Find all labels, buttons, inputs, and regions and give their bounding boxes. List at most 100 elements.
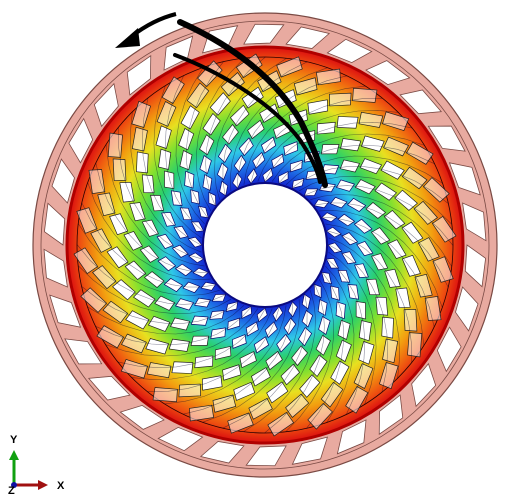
central-bore [202,182,328,308]
lattice-cell [155,125,172,149]
lattice-cell [321,144,340,155]
strut-line [182,302,294,415]
strut-line [76,244,226,305]
outer-slot [245,445,287,467]
lattice-cell [161,76,185,104]
lattice-cell [313,199,330,209]
lattice-cell [133,289,156,308]
lattice-cell [241,305,252,320]
strut-line [186,61,224,218]
lattice-cell [354,263,369,278]
lattice-cell [313,283,322,299]
lattice-cell [339,159,360,173]
lattice-cell [371,253,389,271]
lattice-cell [403,309,418,332]
lattice-cell [353,218,373,234]
outer-slot [462,202,487,242]
lattice-cell [158,148,172,170]
lattice-cell [283,141,298,156]
strut-line [304,185,454,246]
lattice-cell [260,136,277,154]
strut-line [236,75,348,188]
lattice-cell [287,301,298,318]
lattice-cell [92,265,117,290]
strut-line [250,98,383,183]
rotation-arrow-icon [115,12,328,188]
lattice-cell [267,411,295,437]
lattice-cell [112,279,136,301]
strut-line [264,284,325,434]
lattice-cell [315,68,341,86]
outer-slot [436,326,462,373]
lattice-cell [90,228,113,253]
lattice-cell [259,103,280,123]
outer-slot [285,26,331,49]
lattice-cell [301,309,314,328]
strut-line [130,111,202,253]
lattice-cell [401,254,421,277]
lattice-cell [222,364,242,381]
lattice-cell [73,247,99,275]
lattice-cell [330,360,350,385]
outer-ring-slots [43,23,487,467]
lattice-cell [330,285,340,301]
lattice-cell [355,301,366,320]
lattice-cell [283,317,297,336]
lattice-cell [422,177,450,203]
lattice-cell [171,361,194,374]
lattice-cell [353,363,374,389]
strut-line [328,237,400,379]
lattice-cell [146,362,172,379]
outer-slot [163,35,194,71]
lattice-cell [307,99,329,115]
lattice-cell [211,293,227,302]
lattice-cell [88,169,106,195]
lattice-cell [154,295,176,311]
outer-slot [87,375,131,401]
lattice-cell [189,404,215,422]
lattice-cell [170,317,191,331]
strut-line [118,127,203,260]
strut-line [87,305,245,335]
outer-slot [365,60,411,86]
strut-line [264,121,413,182]
lattice-cell [143,271,165,288]
strut-line [164,305,287,405]
lattice-cell [173,225,189,239]
lattice-strut-lines [76,56,454,434]
outer-slot [336,419,367,455]
lattice-cell [280,363,301,386]
strut-line [322,216,435,328]
strut-line [314,202,449,288]
lattice-cell [222,123,239,145]
lattice-cell [401,221,424,244]
lattice-cell [214,345,232,360]
lattice-cell [417,237,440,262]
lattice-cell [256,307,268,323]
lattice-cell [291,178,305,189]
lattice-cell [245,321,259,337]
strut-line [257,110,399,182]
strut-line [205,56,266,206]
lattice-cell [170,190,183,206]
strut-line [271,133,425,182]
lattice-cell [271,153,285,169]
lattice-cell [178,383,201,398]
strut-line [327,258,366,415]
strut-line [81,202,216,288]
lattice-cell [321,164,340,175]
lattice-cell [359,158,383,175]
outer-slot [126,55,152,96]
strut-line [222,294,308,429]
strut-line [195,57,245,212]
lattice-cell [346,197,367,212]
lattice-cell [432,256,454,283]
lattice-cell [182,281,201,294]
lattice-cell [190,335,209,346]
lattice-cell [199,154,212,175]
lattice-cell [145,338,169,355]
outer-slot [427,125,466,152]
axis-triad-icon: Y X Z [8,434,65,495]
lattice-cell [209,92,231,116]
